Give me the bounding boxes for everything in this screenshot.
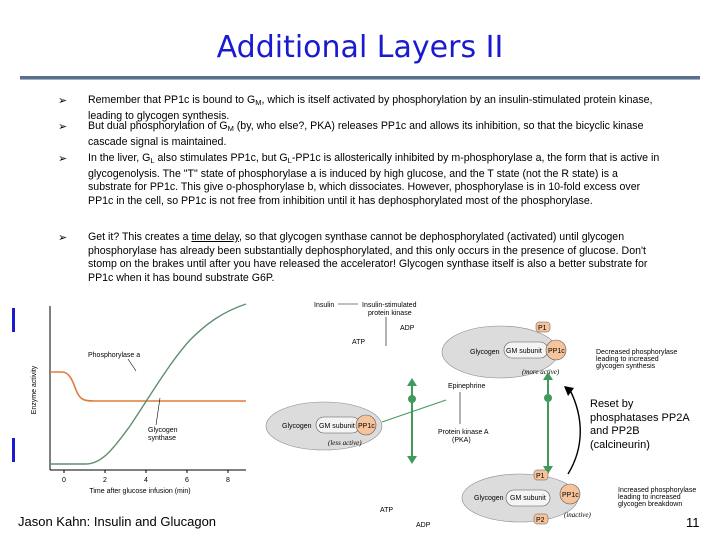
bullet-4: ➢ Get it? This creates a time delay, so … [58, 231, 664, 285]
x-tick-label: 6 [185, 477, 189, 484]
bullet-1: ➢ Remember that PP1c is bound to GM, whi… [58, 94, 664, 122]
outcome-text: Increased phosphorylase [618, 487, 696, 494]
green-arrows [381, 372, 553, 474]
arrow-bullet-icon: ➢ [58, 120, 68, 133]
phosphorylase-label: Phosphorylase a [88, 352, 140, 359]
phosphorylase-a-curve [50, 371, 246, 402]
less-active-label: (less active) [328, 439, 362, 447]
outcome-text: leading to increased [618, 494, 681, 501]
outcome-text: leading to increased [596, 356, 659, 363]
x-tick-label: 2 [103, 477, 107, 484]
pka-label: (PKA) [452, 437, 471, 444]
slide-title: Additional Layers II [216, 30, 504, 65]
adp-label: ADP [400, 325, 415, 332]
edge-marker [12, 308, 15, 332]
arrow-bullet-icon: ➢ [58, 231, 68, 244]
p2-label: P2 [536, 517, 545, 524]
pp1c-label: PP1c [548, 348, 565, 355]
bullet-3: ➢ In the liver, GL also stimulates PP1c,… [58, 152, 664, 231]
bullet-list: ➢ Remember that PP1c is bound to GM, whi… [58, 94, 664, 285]
pointer-line [127, 358, 137, 372]
x-ticks: 0 2 4 6 8 [62, 470, 230, 484]
glycogen-label: Glycogen [470, 349, 500, 356]
bullet-text: Remember that PP1c is bound to G [88, 94, 256, 106]
x-tick-label: 8 [226, 477, 230, 484]
y-axis-label: Enzyme activity [31, 365, 38, 414]
bullet-text: , which is itself activated by phosphory… [88, 94, 653, 122]
inactive-label: (inactive) [564, 511, 591, 519]
bullet-text: Get it? This creates a [88, 231, 192, 243]
edge-marker [12, 438, 15, 462]
glycogen-complex-active [441, 321, 567, 379]
x-axis-label: Time after glucose infusion (min) [89, 488, 190, 495]
bullet-text: -PP1c is allosterically inhibited by m-p… [88, 152, 660, 207]
synthase-label: synthase [148, 435, 176, 442]
subscript: M [227, 124, 234, 133]
subscript: M [255, 98, 262, 107]
outcome-text: Decreased phosphorylase [596, 349, 677, 356]
atp-label: ATP [352, 339, 365, 346]
glycogen-synthase-curve [50, 303, 247, 465]
glycogen-label: Glycogen [282, 423, 312, 430]
outcome-text: glycogen synthesis [596, 363, 656, 370]
reset-arrow-head [564, 386, 574, 396]
pka-label: Protein kinase A [438, 429, 489, 436]
glycogen-complex-less-active [265, 401, 383, 451]
footer-author: Jason Kahn: Insulin and Glucagon [18, 514, 217, 529]
gm-subunit-label: GM subunit [506, 348, 542, 355]
ispk-label: Insulin-stimulated [362, 302, 417, 309]
insulin-label: Insulin [314, 302, 334, 309]
arrow-bullet-icon: ➢ [58, 152, 68, 165]
more-active-label: (more active) [522, 368, 560, 376]
outcome-text: glycogen breakdown [618, 501, 682, 508]
pathway-diagram: Insulin Insulin-stimulated protein kinas… [265, 302, 696, 529]
glycogen-label: Glycogen [474, 495, 504, 502]
ispk-label: protein kinase [368, 310, 412, 317]
pp1c-label: PP1c [562, 492, 579, 499]
epinephrine-label: Epinephrine [448, 383, 485, 390]
pp1c-label: PP1c [358, 423, 375, 430]
p1-label: P1 [538, 325, 547, 332]
reset-arrow [567, 389, 581, 475]
gm-subunit-label: GM subunit [510, 495, 546, 502]
x-tick-label: 0 [62, 477, 66, 484]
x-tick-label: 4 [144, 477, 148, 484]
enzyme-activity-figure: Enzyme activity 0 2 4 6 8 Time after glu… [12, 303, 247, 495]
reset-note: Reset by phosphatases PP2A and PP2B (cal… [590, 398, 690, 452]
glycogen-complex-inactive [461, 469, 581, 525]
subscript: L [150, 156, 155, 165]
synthase-label: Glycogen [148, 427, 178, 434]
bullet-text: (by, who else?, PKA) releases PP1c and a… [88, 120, 644, 148]
bullet-2: ➢ But dual phosphorylation of GM (by, wh… [58, 120, 664, 152]
bullet-text: In the liver, G [88, 152, 151, 164]
atp-label: ATP [380, 507, 393, 514]
adp-label: ADP [416, 522, 431, 529]
gm-subunit-label: GM subunit [319, 423, 355, 430]
arrow-bullet-icon: ➢ [58, 94, 68, 107]
title-divider [20, 76, 700, 80]
underlined-text: time delay [191, 231, 239, 243]
pointer-line [155, 397, 161, 426]
bullet-text: But dual phosphorylation of G [88, 120, 228, 132]
bullet-text: , so that glycogen synthase cannot be de… [88, 231, 648, 284]
p1-label: P1 [536, 473, 545, 480]
page-number: 11 [686, 515, 700, 530]
bullet-text: also stimulates PP1c, but G [154, 152, 288, 164]
subscript: L [287, 156, 292, 165]
